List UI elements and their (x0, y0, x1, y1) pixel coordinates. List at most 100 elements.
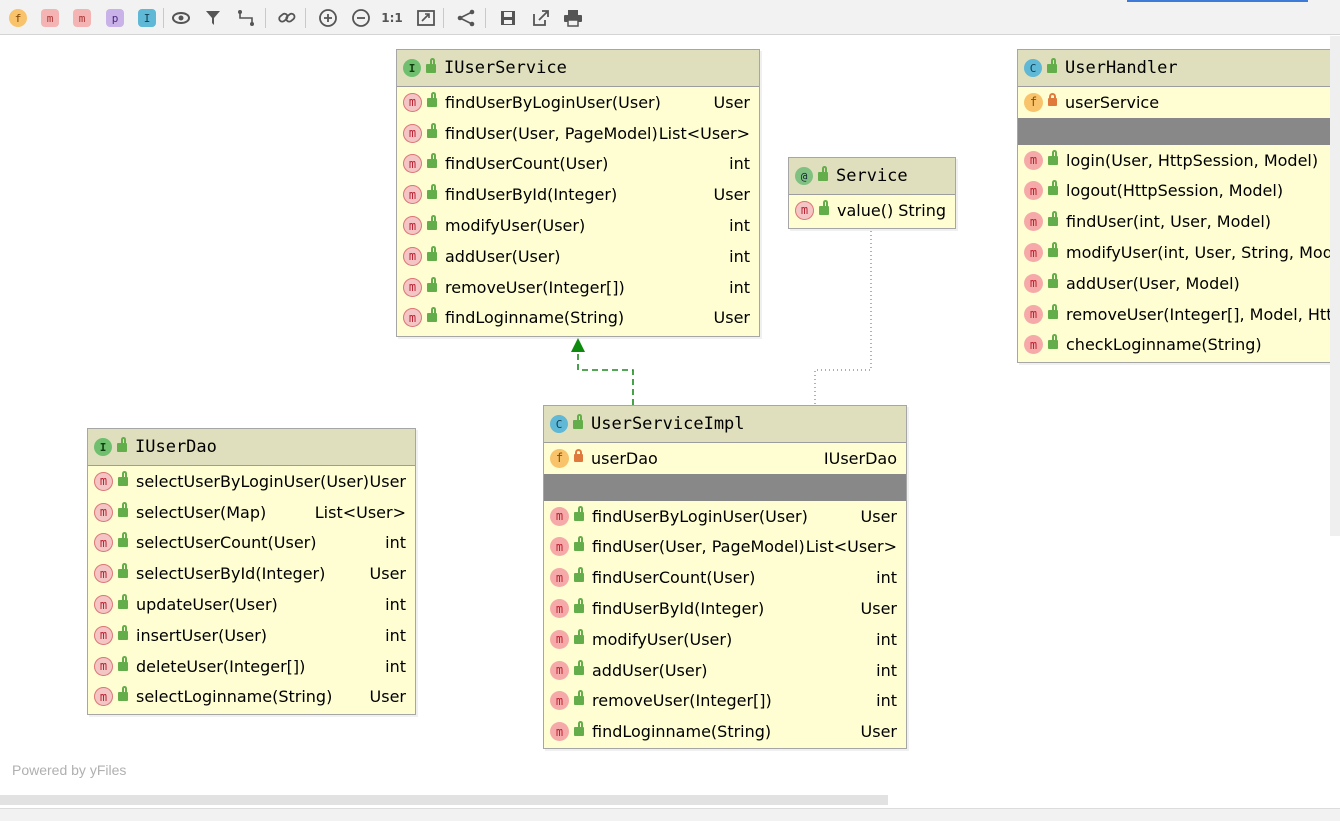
active-tab-indicator (1127, 0, 1308, 2)
property-icon: p (106, 9, 124, 27)
method-icon: m (550, 691, 569, 711)
print-button[interactable] (562, 7, 584, 29)
layout-button[interactable] (455, 7, 477, 29)
public-icon (574, 536, 584, 552)
toolbar-separator (163, 8, 164, 28)
link-button[interactable] (276, 7, 298, 29)
method-icon: m (94, 564, 113, 584)
save-button[interactable] (497, 7, 519, 29)
public-icon (118, 594, 128, 610)
visibility-button[interactable] (170, 7, 192, 29)
return-type: int (385, 533, 406, 553)
method-name: findUser(int, User, Model) (1066, 212, 1272, 232)
public-icon (118, 532, 128, 548)
return-type: User (860, 599, 897, 619)
method-icon: m (1024, 243, 1043, 263)
field-icon: f (9, 9, 27, 27)
public-icon (574, 721, 584, 737)
edge-routing-button[interactable] (235, 7, 257, 29)
fit-content-icon (417, 10, 435, 26)
public-icon (1048, 242, 1058, 258)
method-name: findUser(User, PageModel) (445, 123, 658, 143)
field-name: userDao (591, 448, 658, 468)
zoom-out-button[interactable] (350, 7, 372, 29)
link-icon (278, 12, 296, 23)
horizontal-scrollbar[interactable] (0, 795, 888, 805)
show-fields-button[interactable]: f (7, 7, 29, 29)
method-icon: m (403, 154, 422, 174)
public-icon (117, 436, 127, 452)
actual-size-button[interactable]: 1:1 (381, 7, 403, 29)
annotation-edge (814, 231, 872, 405)
show-methods-button[interactable]: m (71, 7, 93, 29)
public-icon (427, 153, 437, 169)
show-inner-classes-button[interactable]: I (136, 7, 158, 29)
interface-icon: I (403, 59, 421, 77)
zoom-in-button[interactable] (317, 7, 339, 29)
return-type: int (385, 595, 406, 615)
method-icon: m (403, 185, 422, 205)
method-icon: m (403, 123, 422, 143)
public-icon (426, 57, 436, 73)
node-header: C UserServiceImpl (544, 406, 906, 443)
method-row[interactable]: m findUser(User, PageModel)List<User> (397, 118, 759, 149)
method-icon: m (94, 595, 113, 615)
return-type: String (898, 200, 946, 220)
private-icon (574, 449, 583, 463)
zoom-in-icon (319, 9, 337, 27)
method-icon: m (94, 656, 113, 676)
actual-size-icon: 1:1 (381, 11, 403, 25)
public-icon (427, 307, 437, 323)
method-name: updateUser(User) (136, 595, 278, 615)
field-icon: f (550, 448, 569, 468)
method-row[interactable]: m updateUser(User) int (88, 589, 415, 620)
filter-button[interactable] (203, 7, 225, 29)
return-type: int (729, 216, 750, 236)
show-properties-button[interactable]: p (104, 7, 126, 29)
return-type: List<User> (658, 123, 750, 143)
export-button[interactable] (530, 7, 552, 29)
fit-content-button[interactable] (415, 7, 437, 29)
method-icon: m (403, 277, 422, 297)
show-constructors-button[interactable]: m (39, 7, 61, 29)
toolbar-separator (305, 8, 306, 28)
vertical-scrollbar[interactable] (1330, 36, 1340, 536)
